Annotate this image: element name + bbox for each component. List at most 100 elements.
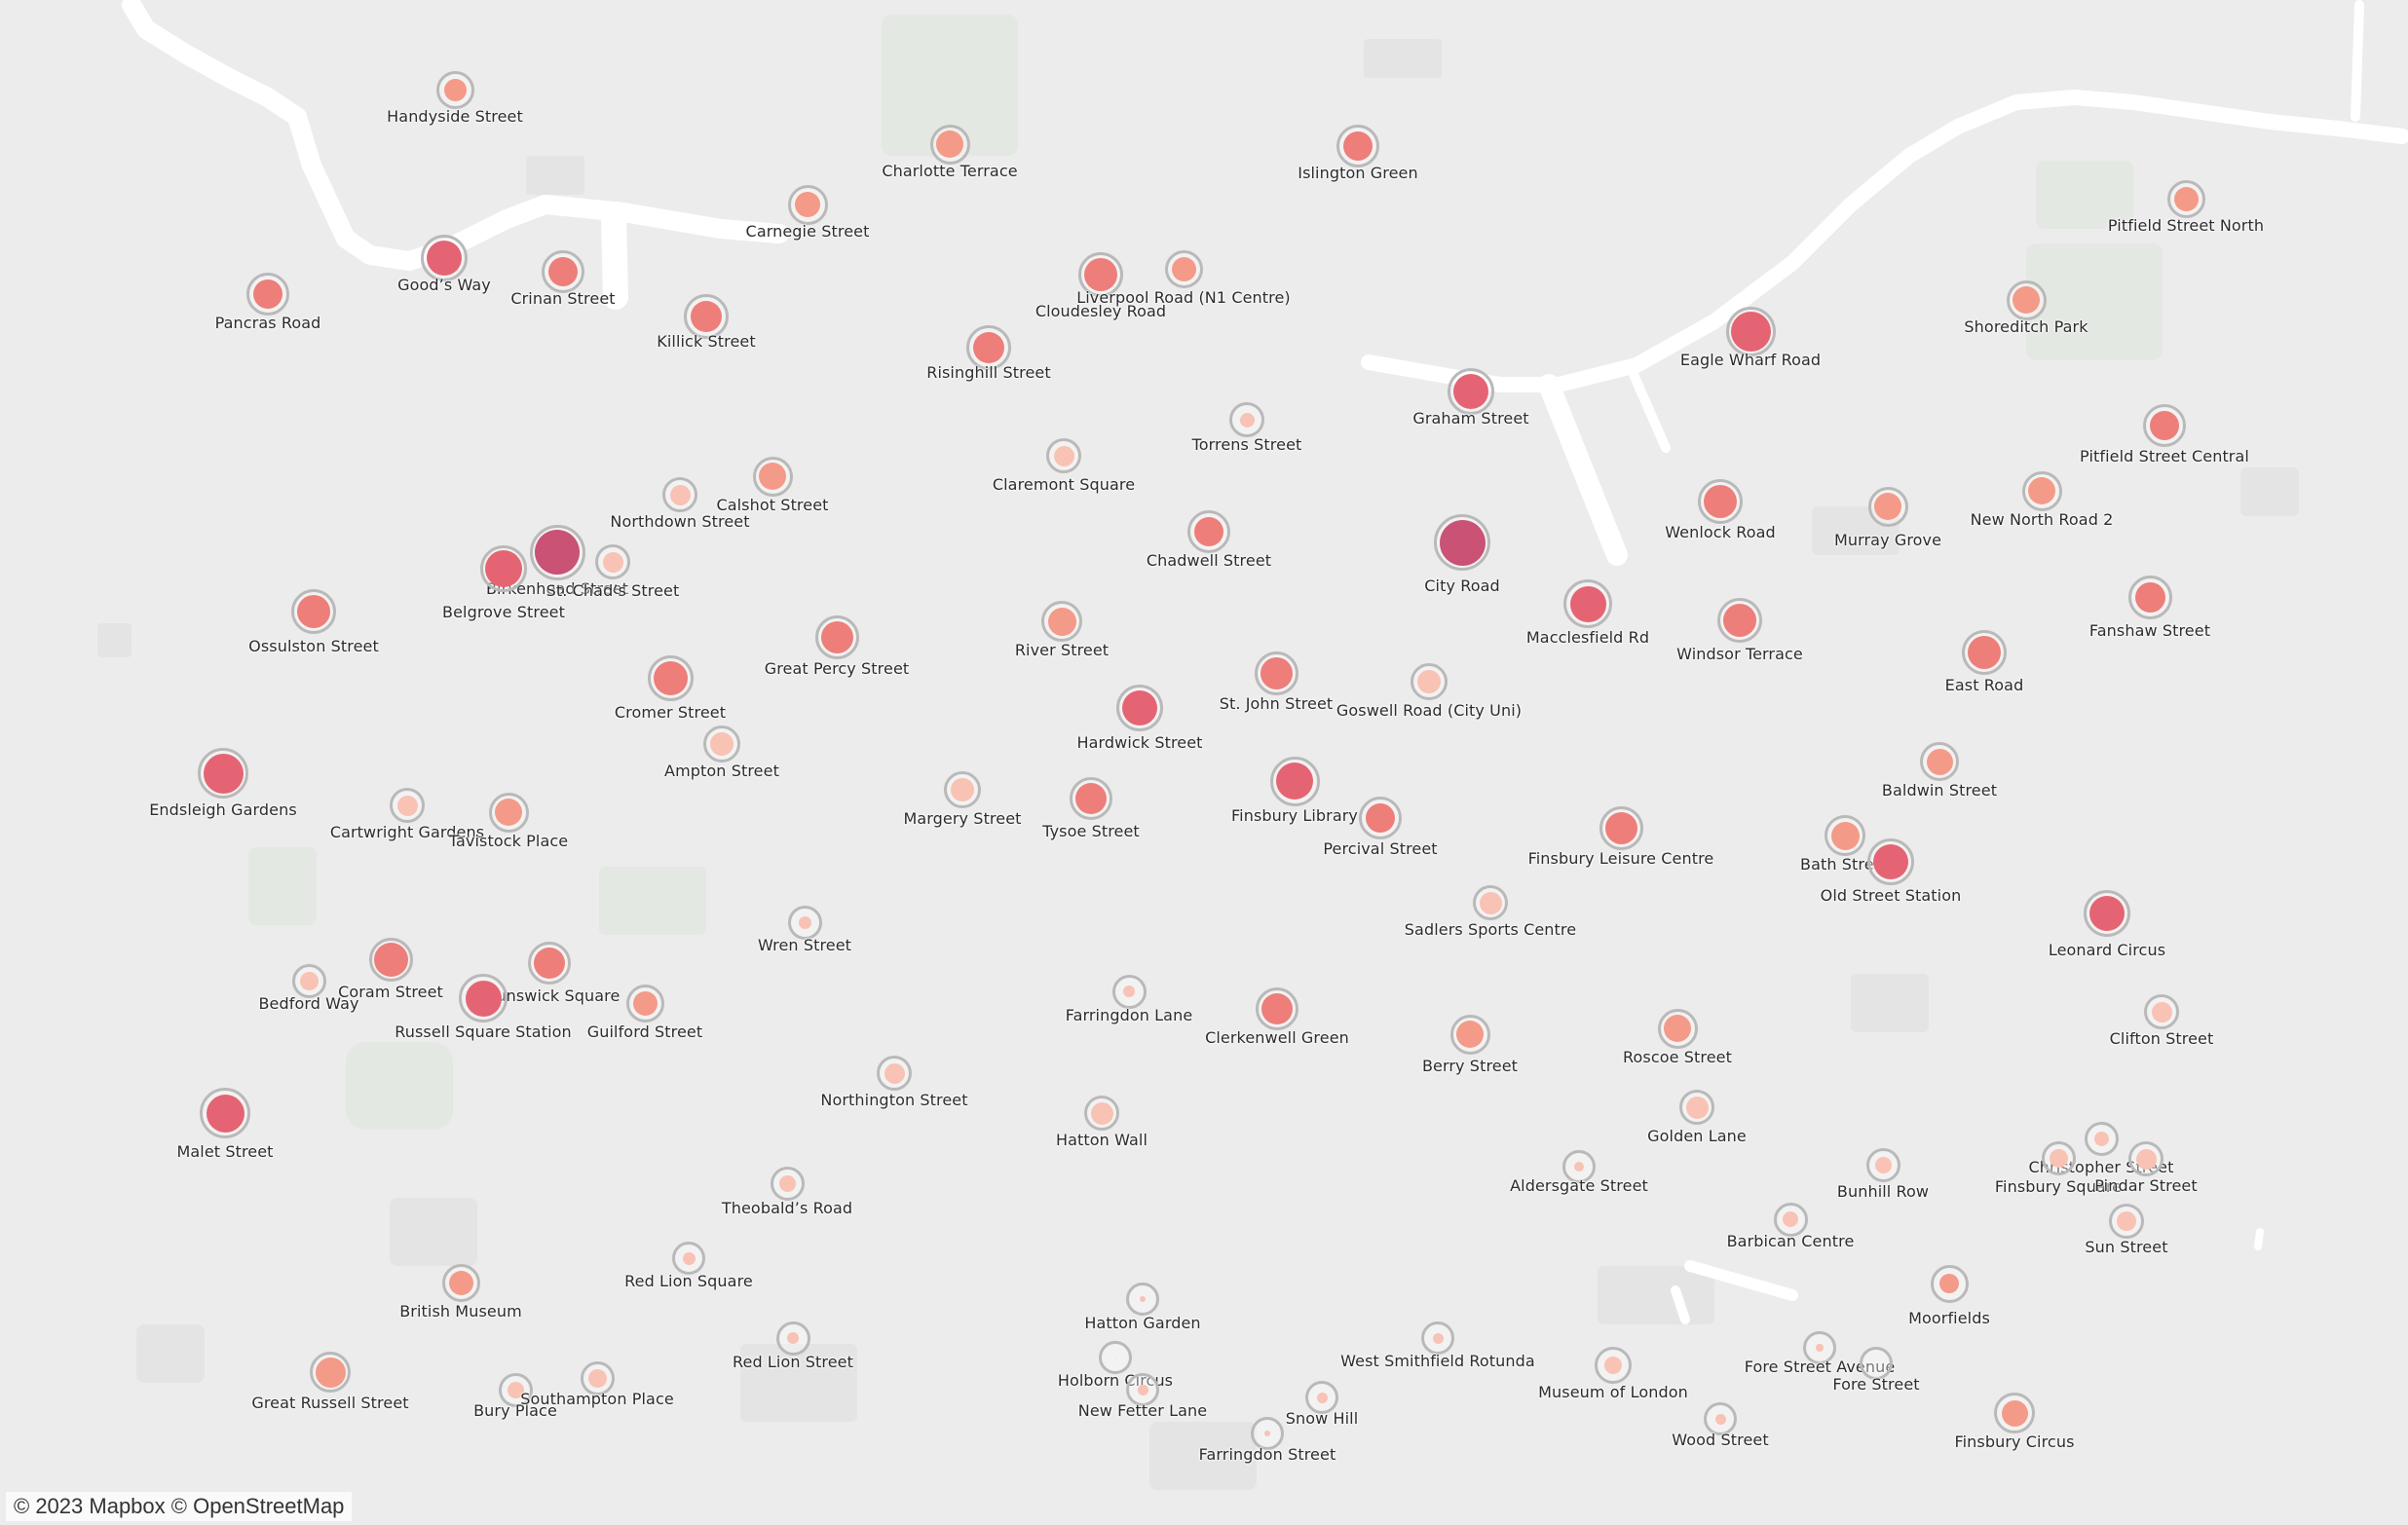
station-fill (710, 732, 734, 756)
station-fill (795, 192, 820, 217)
station-fill (443, 78, 467, 101)
station-label: Clerkenwell Green (1205, 1028, 1349, 1047)
station-fill (1873, 844, 1908, 879)
station-fill (632, 990, 658, 1016)
station-fill (1604, 811, 1637, 844)
station-label: Finsbury Circus (1954, 1432, 2075, 1451)
station-fill (1264, 1431, 1270, 1436)
station-ring (787, 184, 828, 225)
station-label: Killick Street (657, 332, 756, 351)
station-label: Finsbury Square (1994, 1177, 2123, 1196)
station-label: Hatton Wall (1056, 1131, 1148, 1149)
station-fill (2134, 581, 2165, 613)
station-label: St. John Street (1219, 694, 1334, 713)
station-label: Pitfield Street North (2107, 216, 2265, 235)
station-label: Farringdon Street (1198, 1445, 1336, 1464)
station-fill (373, 942, 408, 977)
station-fill (973, 332, 1004, 363)
station-fill (448, 1270, 473, 1295)
station-label: Clifton Street (2109, 1029, 2214, 1048)
station-label: Ampton Street (664, 762, 779, 780)
station-fill (1664, 1015, 1691, 1042)
station-fill (1816, 1344, 1824, 1352)
station-label: Great Russell Street (251, 1394, 409, 1412)
station-label: Shoreditch Park (1964, 317, 2088, 336)
station-label: Cloudesley Road (1035, 302, 1167, 320)
station-label: City Road (1424, 577, 1500, 595)
station-fill (1075, 783, 1107, 814)
station-label: Fore Street (1832, 1375, 1920, 1394)
station-ring (595, 544, 630, 579)
station-label: Wenlock Road (1665, 523, 1776, 541)
station-label: Golden Lane (1647, 1127, 1747, 1145)
station-label: Theobald’s Road (721, 1199, 853, 1217)
station-fill (1830, 821, 1860, 850)
station-label: Coram Street (338, 983, 443, 1001)
station-fill (653, 660, 688, 695)
station-fill (1276, 762, 1313, 800)
station-fill (682, 1251, 696, 1265)
station-fill (759, 463, 786, 490)
station-fill (1968, 636, 2001, 669)
station-ring (1860, 1347, 1893, 1380)
station-label: Barbican Centre (1726, 1232, 1855, 1250)
station-label: Bath Street (1800, 855, 1890, 874)
station-fill (465, 980, 502, 1017)
station-fill (1053, 445, 1074, 466)
station-label: Crinan Street (510, 289, 616, 308)
station-ring (1251, 1417, 1284, 1450)
station-label: Ossulston Street (248, 637, 379, 655)
station-label: Risinghill Street (926, 363, 1051, 382)
station-label: Pitfield Street Central (2080, 447, 2249, 465)
station-ring (580, 1360, 615, 1395)
station-fill (587, 1368, 607, 1388)
station-fill (1479, 891, 1502, 914)
station-label: Farringdon Lane (1065, 1006, 1193, 1024)
station-label: Birkenhead Street (485, 579, 629, 598)
mapbox-attribution-link[interactable]: © 2023 Mapbox (14, 1494, 166, 1518)
station-fill (548, 257, 578, 286)
station-fill (1685, 1096, 1709, 1119)
station-label: West Smithfield Rotunda (1340, 1352, 1535, 1370)
station-label: Guilford Street (586, 1023, 703, 1041)
station-label: Snow Hill (1285, 1409, 1359, 1428)
station-ring (944, 771, 981, 808)
station-fill (2135, 1148, 2157, 1170)
osm-attribution-link[interactable]: © OpenStreetMap (170, 1494, 345, 1518)
station-fill (1714, 1413, 1726, 1425)
station-fill (1417, 670, 1441, 693)
station-label: Russell Square Station (395, 1023, 572, 1041)
station-label: Old Street Station (1820, 886, 1962, 905)
station-label: British Museum (399, 1302, 522, 1320)
station-label: Tavistock Place (448, 832, 569, 850)
station-fill (1939, 1274, 1959, 1293)
station-fill (2013, 286, 2040, 314)
station-fill (1084, 258, 1117, 291)
station-fill (1171, 256, 1196, 281)
station-label: Fore Street Avenue (1744, 1358, 1896, 1376)
station-fill (2049, 1148, 2068, 1168)
station-fill (535, 530, 580, 575)
station-fill (315, 1357, 346, 1388)
station-fill (787, 1332, 799, 1344)
station-fill (2151, 1001, 2172, 1023)
station-fill (951, 778, 974, 801)
station-label: Endsleigh Gardens (149, 800, 297, 819)
station-label: Malet Street (176, 1142, 274, 1161)
station-label: Good’s Way (397, 276, 491, 294)
station-label: Brunswick Square (478, 986, 621, 1005)
station-fill (1926, 748, 1953, 775)
building-blocks (97, 39, 2299, 1490)
station-label: Southampton Place (520, 1390, 674, 1408)
station-fill (1453, 374, 1488, 409)
parks (248, 15, 2163, 1130)
station-label: Wood Street (1672, 1431, 1769, 1449)
station-fill (1456, 1021, 1484, 1048)
station-fill (778, 1174, 796, 1192)
station-fill (495, 799, 522, 826)
station-label: Eagle Wharf Road (1679, 351, 1822, 369)
station-label: Carnegie Street (745, 222, 870, 241)
station-fill (1439, 519, 1486, 566)
station-label: Northdown Street (610, 512, 750, 531)
